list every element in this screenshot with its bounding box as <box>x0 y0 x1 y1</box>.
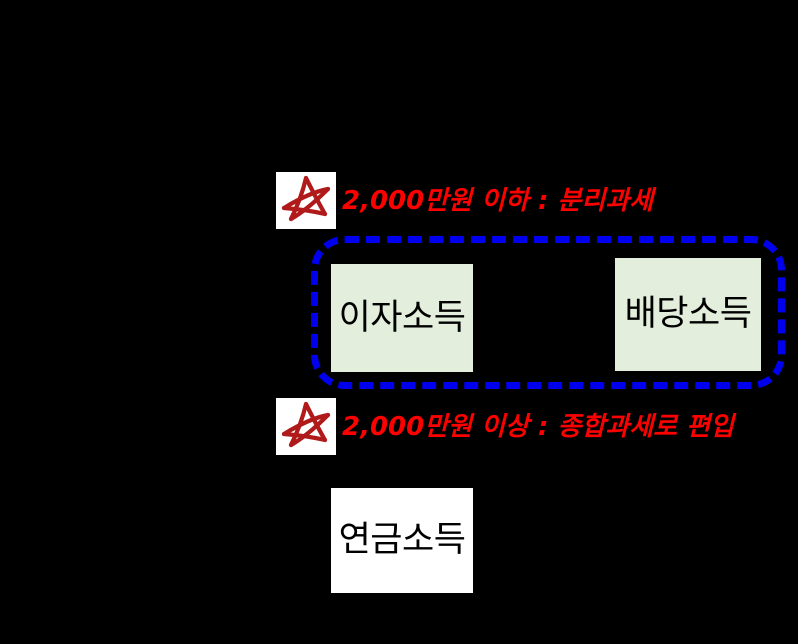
hand-drawn-star-icon <box>276 172 336 229</box>
interest-income-box[interactable]: 이자소득 <box>331 264 473 372</box>
hand-drawn-star-icon <box>276 398 336 455</box>
annotation-under-threshold: 2,000만원 이하 : 분리과세 <box>276 172 653 229</box>
annotation-text: 2,000만원 이상 : 종합과세로 편입 <box>342 411 734 442</box>
interest-income-label: 이자소득 <box>338 297 466 338</box>
pension-income-label: 연금소득 <box>338 520 466 560</box>
annotation-text: 2,000만원 이하 : 분리과세 <box>342 185 654 216</box>
annotation-over-threshold: 2,000만원 이상 : 종합과세로 편입 <box>276 398 734 455</box>
pension-income-box[interactable]: 연금소득 <box>331 488 473 593</box>
dividend-income-label: 배당소득 <box>624 294 752 334</box>
dividend-income-box[interactable]: 배당소득 <box>615 258 761 371</box>
financial-income-group-outline <box>311 236 785 389</box>
